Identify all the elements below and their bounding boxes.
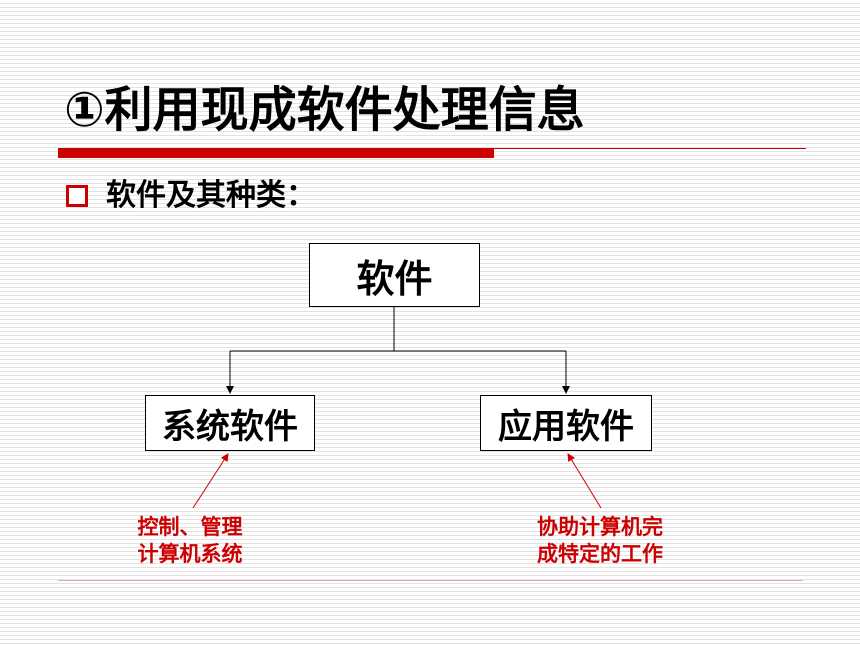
bullet-text: 软件及其种类：	[106, 178, 316, 213]
system-note-line-2: 计算机系统	[137, 542, 243, 566]
system-software-note: 控制、管理 计算机系统	[120, 514, 260, 568]
note-arrow-application	[567, 453, 602, 509]
system-software-box: 系统软件	[145, 395, 315, 451]
slide-title: ①利用现成软件处理信息	[64, 82, 585, 138]
title-underline-thick	[58, 148, 494, 158]
title-underline-thin	[494, 148, 806, 149]
footer-divider	[58, 580, 803, 581]
application-software-box: 应用软件	[480, 395, 652, 451]
system-note-line-1: 控制、管理	[137, 515, 243, 539]
software-root-box: 软件	[309, 243, 480, 307]
note-arrow-system	[192, 453, 229, 509]
application-note-line-1: 协助计算机完	[537, 515, 663, 539]
square-bullet-icon	[66, 185, 88, 207]
application-software-note: 协助计算机完 成特定的工作	[520, 514, 680, 568]
application-note-line-2: 成特定的工作	[537, 542, 663, 566]
bullet-item: 软件及其种类：	[66, 178, 316, 214]
